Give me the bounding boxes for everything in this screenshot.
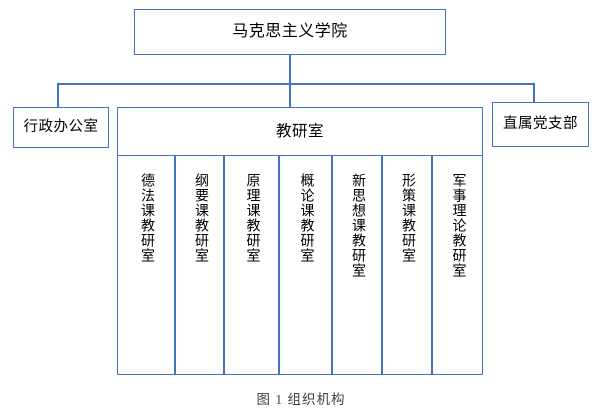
- node-party-branch-label: 直属党支部: [503, 115, 578, 132]
- node-dept-xingce-label: 形策课教研室: [399, 173, 415, 263]
- figure-caption: 图 1 组织机构: [256, 392, 346, 407]
- node-dept-xinsixiang-label: 新思想课教研室: [349, 173, 365, 278]
- node-dept-gangyao-label: 纲要课教研室: [192, 173, 208, 263]
- node-party-branch[interactable]: 直属党支部: [492, 102, 589, 147]
- department-strip: 德法课教研室 纲要课教研室 原理课教研室 概论课教研室 新思想课教研室 形策课教…: [117, 155, 483, 375]
- connector-drop-party-branch: [533, 83, 535, 103]
- node-dept-yuanli[interactable]: 原理课教研室: [224, 156, 278, 374]
- node-dept-junshililun[interactable]: 军事理论教研室: [431, 156, 482, 374]
- node-dept-gangyao[interactable]: 纲要课教研室: [174, 155, 225, 375]
- node-teaching-office[interactable]: 教研室: [117, 107, 483, 156]
- node-admin-office[interactable]: 行政办公室: [13, 107, 109, 148]
- node-dept-defa[interactable]: 德法课教研室: [118, 156, 174, 374]
- connector-drop-admin-office: [57, 83, 59, 108]
- node-dept-xingce[interactable]: 形策课教研室: [381, 156, 431, 374]
- node-dept-xinsixiang[interactable]: 新思想课教研室: [331, 156, 381, 374]
- node-college-label: 马克思主义学院: [232, 23, 348, 41]
- node-teaching-office-label: 教研室: [275, 122, 324, 140]
- node-admin-office-label: 行政办公室: [23, 118, 99, 135]
- connector-root-down: [289, 55, 291, 84]
- node-dept-gailun-label: 概论课教研室: [298, 173, 314, 263]
- connector-level2-bus: [57, 83, 535, 85]
- node-dept-junshililun-label: 军事理论教研室: [450, 173, 466, 278]
- connector-drop-teaching-office: [289, 83, 291, 108]
- node-dept-yuanli-label: 原理课教研室: [244, 173, 260, 263]
- node-dept-defa-label: 德法课教研室: [138, 173, 154, 263]
- node-college[interactable]: 马克思主义学院: [134, 9, 446, 55]
- node-dept-gailun[interactable]: 概论课教研室: [278, 156, 331, 374]
